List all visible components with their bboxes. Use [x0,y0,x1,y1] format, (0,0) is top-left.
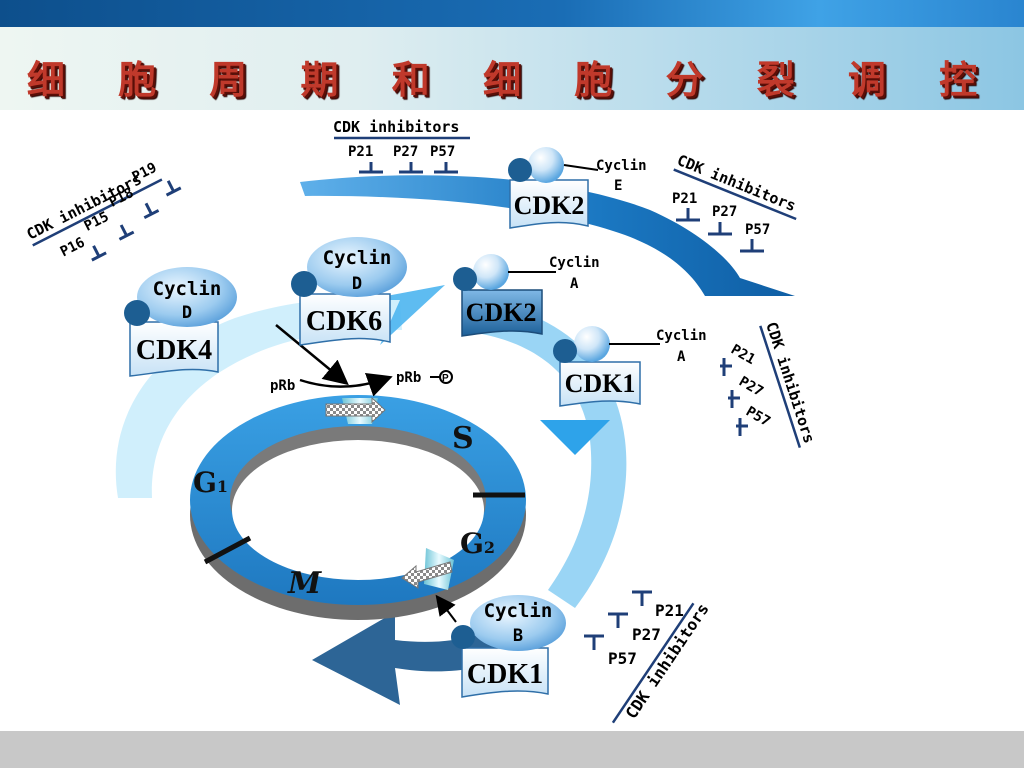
svg-text:P: P [442,373,449,384]
svg-text:P57: P57 [608,649,637,668]
svg-text:P21: P21 [672,191,697,207]
cdk-inhibitors-group-right-top: CDK inhibitors [673,151,798,221]
svg-text:P27: P27 [632,625,661,644]
svg-text:A: A [570,276,579,292]
svg-text:D: D [352,274,362,294]
svg-text:E: E [614,178,622,194]
svg-text:B: B [513,626,523,646]
cdk-inhibitors-group-right-mid-items: P21 P27 P57 [720,342,773,436]
g1-s-checkpoint [325,396,386,424]
svg-text:CDK4: CDK4 [136,335,212,366]
cdk1-to-m-arrow [435,594,457,623]
cdk-inhibitors-group-bottom-items: P21 P27 P57 [584,590,684,668]
svg-text:Cyclin: Cyclin [323,247,392,269]
cell-cycle-ring [190,395,526,620]
cdk-inhibitors-group-right-top-items: P21 P27 P57 [672,191,770,253]
svg-text:P16: P16 [58,235,88,261]
title-bar: 细 胞 周 期 和 细 胞 分 裂 调 控 [0,27,1024,110]
svg-text:CDK2: CDK2 [466,298,537,327]
svg-text:CDK6: CDK6 [306,306,382,337]
cdk6-to-prb-arrow [275,324,349,386]
svg-text:P27: P27 [393,144,418,160]
cdk-inhibitors-group-right-mid: CDK inhibitors [759,320,818,448]
s-phase-arrowhead [540,420,610,455]
svg-text:P57: P57 [430,144,455,160]
svg-text:A: A [677,349,686,365]
cdk-inhibitors-group-top: CDK inhibitors P21 P27 P57 [333,118,470,174]
prb-label: pRb [270,378,295,394]
svg-text:CDK2: CDK2 [514,191,585,220]
svg-text:P27: P27 [736,374,766,401]
svg-text:Cyclin: Cyclin [549,255,600,271]
g2-phase-label: G2 [460,527,495,560]
phosphate-icon: P [430,370,453,384]
svg-text:P21: P21 [348,144,373,160]
page-title: 细 胞 周 期 和 细 胞 分 裂 调 控 [26,57,998,102]
svg-text:D: D [182,303,192,323]
cdk-inhibitors-group-ink4: CDK inhibitors P16 P15 P18 P19 [24,160,182,262]
svg-text:P21: P21 [728,342,758,369]
cdk2-cyclin-a-complex: Cyclin A CDK2 [453,254,600,337]
cdk6-cyclin-d-complex: Cyclin D CDK6 [291,237,407,346]
svg-text:CDK inhibitors: CDK inhibitors [333,118,459,136]
svg-text:CDK1: CDK1 [467,659,543,690]
cdk1-cyclin-b-complex: Cyclin B CDK1 [451,595,566,698]
bottom-decorative-band [0,731,1024,768]
cdk1-cyclin-a-complex: Cyclin A CDK1 [553,326,707,407]
svg-text:CDK1: CDK1 [565,369,636,398]
g1-phase-label: G1 [193,466,228,499]
top-decorative-band [0,0,1024,27]
s-phase-label: S [452,421,474,456]
svg-text:Cyclin: Cyclin [153,278,222,300]
cdk4-cyclin-d-complex: Cyclin D CDK4 [124,267,237,377]
prb-phosphorylation-arrow [299,372,393,397]
svg-text:Cyclin: Cyclin [596,158,647,174]
m-phase-label: M [287,566,322,601]
svg-text:P27: P27 [712,204,737,220]
svg-text:Cyclin: Cyclin [484,600,553,622]
cdk2-cyclin-e-complex: Cyclin E CDK2 [508,147,647,229]
svg-text:P21: P21 [655,601,684,620]
g1-m-divider [203,535,252,565]
svg-text:Cyclin: Cyclin [656,328,707,344]
svg-text:CDK inhibitors: CDK inhibitors [762,320,818,446]
svg-text:P57: P57 [745,222,770,238]
mitosis-exit-arrow [312,598,560,705]
g2-m-checkpoint [401,548,454,590]
phosphorylated-prb-label: pRb [396,370,421,386]
